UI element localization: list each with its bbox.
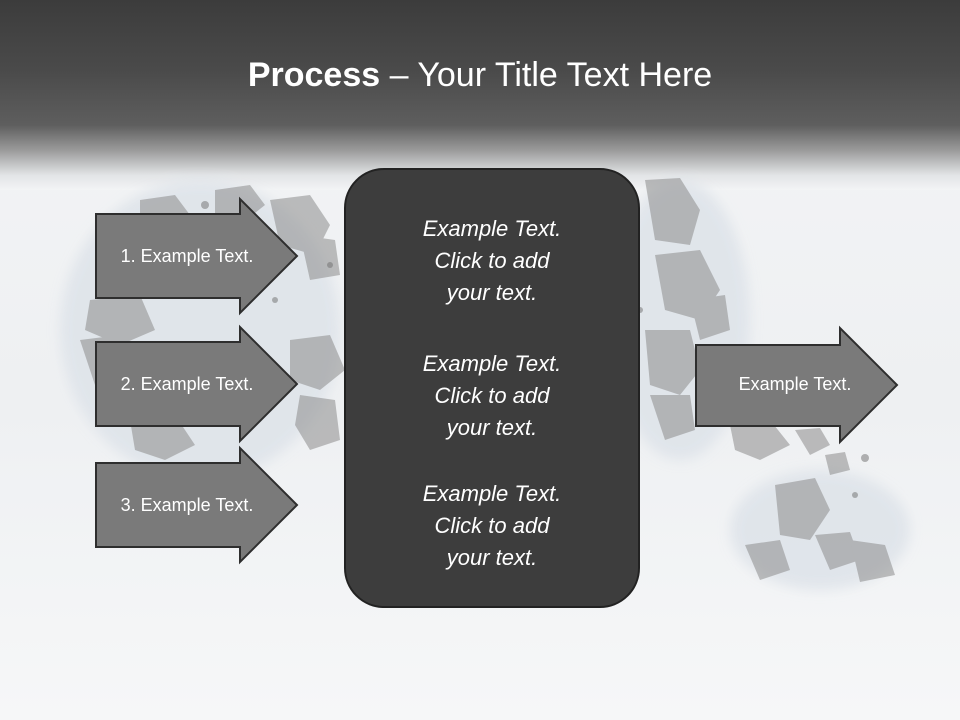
input-arrow-2-label: 2. Example Text. [120, 374, 254, 394]
center-paragraph-1: Example Text. Click to add your text. [344, 213, 640, 309]
output-arrow [695, 325, 899, 445]
center-paragraph-3-line-3: your text. [446, 545, 538, 570]
center-paragraph-3: Example Text. Click to add your text. [344, 478, 640, 574]
input-arrow-1-label: 1. Example Text. [120, 246, 254, 266]
page-title: Process – Your Title Text Here [0, 52, 960, 98]
center-paragraph-2: Example Text. Click to add your text. [344, 348, 640, 444]
input-arrow-3-label: 3. Example Text. [120, 495, 254, 515]
center-paragraph-1-line-1: Example Text. [422, 216, 562, 241]
input-arrow-2 [95, 324, 299, 444]
title-rest: – Your Title Text Here [380, 56, 713, 94]
title-bold: Process [247, 56, 381, 94]
input-arrow-1 [95, 196, 299, 316]
center-process-box [344, 168, 640, 608]
input-arrow-3 [95, 445, 299, 565]
center-paragraph-3-line-1: Example Text. [422, 481, 562, 506]
output-arrow-label: Example Text. [738, 374, 852, 394]
center-paragraph-2-line-3: your text. [446, 415, 538, 440]
center-paragraph-1-line-2: Click to add [434, 248, 550, 273]
title-band [0, 0, 960, 190]
center-paragraph-3-line-2: Click to add [434, 513, 550, 538]
center-paragraph-1-line-3: your text. [446, 280, 538, 305]
center-paragraph-2-line-1: Example Text. [422, 351, 562, 376]
center-paragraph-2-line-2: Click to add [434, 383, 550, 408]
